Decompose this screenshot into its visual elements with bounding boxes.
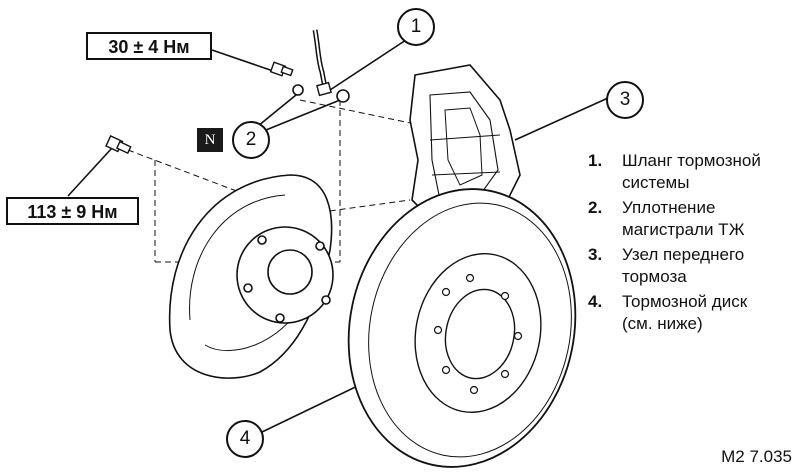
callout-2: 2 — [232, 121, 270, 159]
callout-1: 1 — [397, 8, 435, 46]
torque-top-leader — [211, 49, 277, 73]
legend-item: 2. Уплотнение магистрали ТЖ — [580, 197, 795, 241]
legend-number: 3. — [588, 245, 603, 264]
legend-text: Шланг тормозной — [622, 151, 761, 170]
bolt-top-icon — [269, 61, 294, 77]
torque-left-leader — [67, 147, 113, 197]
legend-item: 3. Узел переднего тормоза — [580, 244, 795, 288]
legend-number: 1. — [588, 151, 603, 170]
callout-4: 4 — [226, 420, 264, 458]
callout-1-leader — [329, 39, 407, 91]
brake-caliper — [409, 64, 521, 219]
callout-3-leader — [514, 97, 609, 141]
callout-4-leader — [261, 379, 371, 433]
legend-item: 1. Шланг тормозной системы — [580, 150, 795, 194]
legend-number: 2. — [588, 198, 603, 217]
legend-text: Тормозной диск — [622, 292, 748, 311]
seal-washer-icon — [336, 89, 350, 103]
dust-shield-hub — [168, 174, 334, 379]
figure-id: M2 7.035 — [721, 447, 792, 466]
legend-text: системы — [622, 173, 690, 192]
brake-rotor — [347, 188, 577, 468]
callout-2-leader-b — [265, 99, 341, 131]
legend-text: (см. ниже) — [622, 314, 703, 333]
new-part-badge: N — [197, 128, 223, 152]
callout-3: 3 — [606, 81, 644, 119]
legend-text: магистрали ТЖ — [622, 220, 745, 239]
seal-washer-icon — [292, 84, 304, 96]
parts-legend: 1. Шланг тормозной системы 2. Уплотнение… — [580, 150, 795, 338]
callout-2-leader-a — [257, 94, 297, 127]
legend-text: Уплотнение — [622, 198, 716, 217]
legend-text: Узел переднего — [622, 245, 745, 264]
legend-item: 4. Тормозной диск (см. ниже) — [580, 291, 795, 335]
legend-text: тормоза — [622, 267, 687, 286]
legend-number: 4. — [588, 292, 603, 311]
bolt-left-icon — [105, 135, 132, 155]
torque-spec-hose-bolt: 30 ± 4 Нм — [86, 32, 212, 60]
torque-spec-caliper-bolt: 113 ± 9 Нм — [6, 197, 139, 225]
